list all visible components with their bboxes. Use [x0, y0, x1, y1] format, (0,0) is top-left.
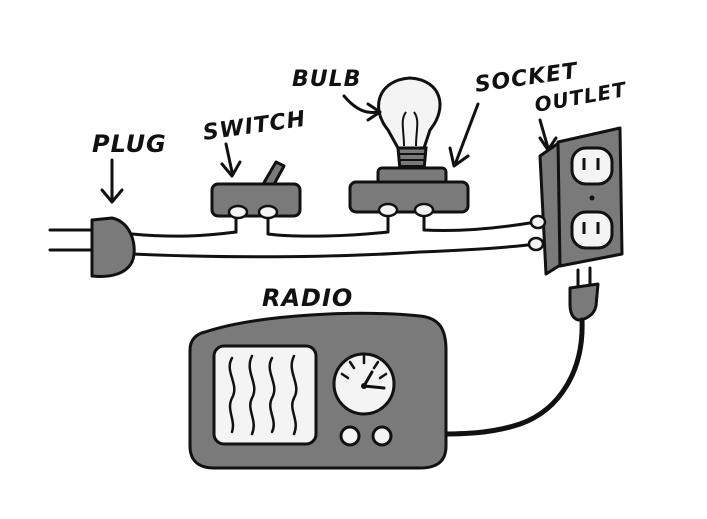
speaker-waves: [228, 354, 298, 436]
speaker-grille: [212, 344, 318, 446]
bulb: [377, 76, 442, 172]
knob-right: [371, 425, 393, 447]
socket: [348, 166, 470, 218]
socket-arrow: [448, 102, 480, 168]
outlet-arrow: [538, 118, 558, 152]
radio-plug: [568, 266, 600, 322]
switch-arrow: [220, 142, 242, 178]
main-cord: [130, 210, 538, 259]
outlet: [527, 126, 624, 276]
bulb-arrow: [342, 94, 382, 122]
radio: [188, 311, 448, 470]
bulb-label: BULB: [292, 67, 361, 92]
plug-arrow: [100, 158, 124, 204]
plug-label: PLUG: [92, 130, 167, 158]
plug: [48, 216, 136, 278]
knob-left: [339, 425, 361, 447]
switch: [210, 160, 302, 220]
switch-label: SWITCH: [201, 107, 307, 146]
radio-label: RADIO: [262, 284, 353, 312]
tuning-dial: [332, 352, 396, 416]
radio-cord: [437, 317, 585, 437]
